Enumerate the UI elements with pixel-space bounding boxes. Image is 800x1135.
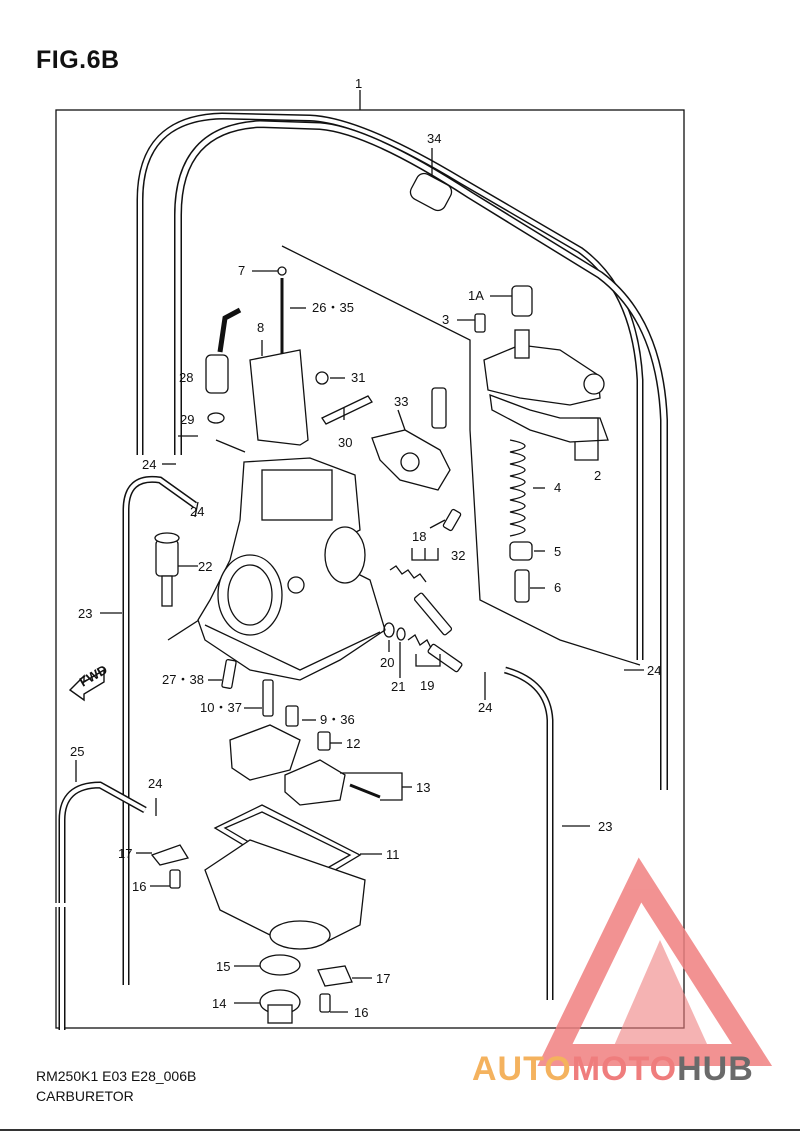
model-code: RM250K1 E03 E28_006B [36, 1068, 197, 1084]
callout-9-36: 9・36 [320, 712, 355, 727]
spring-seat [509, 541, 533, 561]
callout-14: 14 [212, 996, 226, 1011]
vent-tube-23-right [503, 666, 554, 1000]
callout-25: 25 [70, 744, 84, 759]
callout-2: 2 [594, 468, 601, 483]
callout-3: 3 [442, 312, 449, 327]
callout-27-38: 27・38 [162, 672, 204, 687]
callout-16-left: 16 [132, 879, 146, 894]
callout-22: 22 [198, 559, 212, 574]
screw-18 [413, 592, 453, 636]
callout-24-e: 24 [148, 776, 162, 791]
callout-34: 34 [427, 131, 441, 146]
fuel-pipe [217, 307, 242, 353]
bolt-32 [442, 508, 462, 532]
callout-6: 6 [554, 580, 561, 595]
spring-18 [389, 565, 427, 583]
callout-19: 19 [420, 678, 434, 693]
callout-23-left: 23 [78, 606, 92, 621]
cap-gasket [489, 394, 609, 443]
throttle-lever-housing [371, 429, 451, 491]
figure-caption: CARBURETOR [36, 1088, 134, 1104]
float-chamber [204, 839, 366, 946]
throttle-valve [249, 349, 309, 446]
screw-31 [315, 371, 329, 385]
forward-arrow-icon: FWD [68, 662, 110, 702]
link-plate [321, 395, 373, 425]
float-left [229, 724, 301, 781]
callout-33: 33 [394, 394, 408, 409]
callout-18: 18 [412, 529, 426, 544]
callout-10-37: 10・37 [200, 700, 242, 715]
throttle-spring [509, 439, 526, 537]
washer-20 [383, 622, 395, 638]
callout-5: 5 [554, 544, 561, 559]
callout-7: 7 [238, 263, 245, 278]
callout-32: 32 [451, 548, 465, 563]
watermark-hub: HUB [677, 1050, 754, 1088]
callout-17-left: 17 [118, 846, 132, 861]
cap-screw [474, 313, 486, 333]
watermark-text: AUTOMOTOHUB [472, 1050, 754, 1089]
watermark-logo [537, 857, 773, 1066]
needle-jet [262, 679, 274, 717]
callout-11: 11 [386, 847, 400, 862]
o-ring-21 [396, 627, 406, 641]
callout-12: 12 [346, 736, 360, 751]
float-right [284, 759, 346, 806]
air-screw [155, 539, 179, 577]
callout-24-d: 24 [478, 700, 492, 715]
callout-28: 28 [179, 370, 193, 385]
bottom-border [0, 1129, 800, 1131]
callout-24-a: 24 [142, 457, 156, 472]
diagram-frame [55, 109, 685, 1029]
needle-holder [514, 569, 530, 603]
watermark-auto: AUTO [472, 1050, 572, 1088]
callout-31: 31 [351, 370, 365, 385]
screw-16-right [319, 993, 331, 1013]
callout-21: 21 [391, 679, 405, 694]
float-pin [349, 783, 381, 799]
cable-boot [409, 172, 453, 212]
screw-16-left [169, 869, 181, 889]
bracket-17-left [150, 844, 190, 866]
callout-24-c: 24 [647, 663, 661, 678]
callout-23-right: 23 [598, 819, 612, 834]
vent-tube-25 [58, 781, 147, 1030]
watermark-moto: MOTO [571, 1050, 678, 1088]
callout-1a: 1A [468, 288, 484, 303]
callout-labels: 1 34 1A 3 2 4 5 6 7 26・35 8 28 29 31 33 … [70, 76, 661, 1020]
callout-30: 30 [338, 435, 352, 450]
float-valve [317, 731, 331, 751]
o-ring-15 [259, 954, 301, 976]
main-jet [285, 705, 299, 727]
callout-4: 4 [554, 480, 561, 495]
callout-24-b: 24 [190, 504, 204, 519]
cable-adjuster [511, 285, 533, 317]
callout-15: 15 [216, 959, 230, 974]
callout-8: 8 [257, 320, 264, 335]
figure-footer: RM250K1 E03 E28_006B CARBURETOR [36, 1066, 196, 1106]
callout-17-right: 17 [376, 971, 390, 986]
o-ring-29 [207, 412, 225, 424]
screw-19 [427, 643, 463, 673]
callout-20: 20 [380, 655, 394, 670]
callout-16-right: 16 [354, 1005, 368, 1020]
callout-29: 29 [180, 412, 194, 427]
throttle-valve-cap [483, 344, 601, 406]
callout-1: 1 [355, 76, 362, 91]
bracket-17-right [317, 965, 353, 987]
spring-19 [407, 634, 433, 651]
needle-clip [277, 266, 287, 276]
callout-13: 13 [416, 780, 430, 795]
callout-26-35: 26・35 [312, 300, 354, 315]
figure-title: FIG.6B [36, 46, 120, 74]
pilot-jet-plug [221, 659, 237, 689]
